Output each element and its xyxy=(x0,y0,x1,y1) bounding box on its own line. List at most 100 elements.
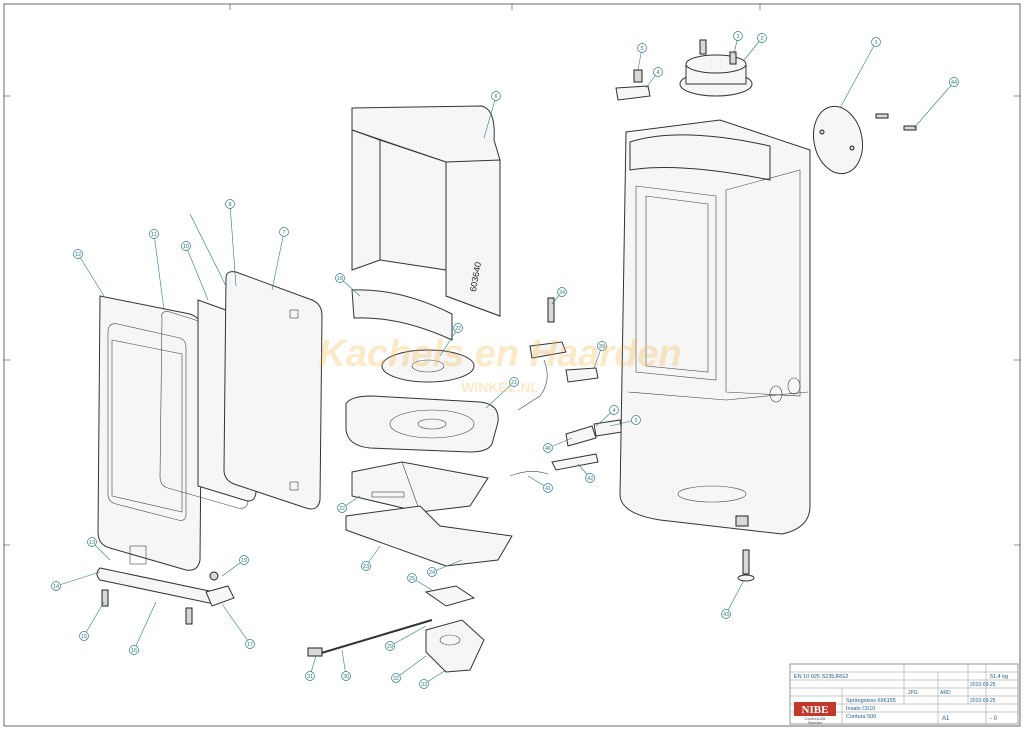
nibe-logo-text: NIBE xyxy=(802,704,829,716)
svg-text:12: 12 xyxy=(75,252,81,258)
callout: 31 xyxy=(305,671,315,681)
svg-text:Sweden: Sweden xyxy=(808,720,822,725)
flue-collar xyxy=(679,39,753,97)
callout: 16 xyxy=(129,645,139,655)
svg-text:13: 13 xyxy=(89,540,95,546)
svg-text:2: 2 xyxy=(760,36,763,42)
svg-text:44: 44 xyxy=(951,80,957,86)
svg-text:11: 11 xyxy=(151,232,157,238)
hinge-hardware xyxy=(101,571,235,625)
ash-pan xyxy=(351,461,489,513)
air-control-assembly xyxy=(307,585,485,673)
watermark: Kachels en Haarden WINKEL.NL xyxy=(318,333,681,395)
callout: 1 xyxy=(871,37,881,47)
svg-text:18: 18 xyxy=(337,276,343,282)
svg-text:4: 4 xyxy=(656,70,659,76)
svg-text:14: 14 xyxy=(53,584,59,590)
svg-text:16: 16 xyxy=(131,648,137,654)
top-fittings xyxy=(615,69,651,101)
cover-plate xyxy=(812,105,917,175)
svg-text:Sprängskiss 696155: Sprängskiss 696155 xyxy=(846,698,896,704)
svg-text:29: 29 xyxy=(387,644,393,650)
bottom-plate xyxy=(345,505,513,567)
callout: 5 xyxy=(637,43,647,53)
svg-text:Contura AB: Contura AB xyxy=(805,716,826,721)
svg-text:21: 21 xyxy=(511,380,517,386)
callout: 22 xyxy=(453,323,463,333)
callout: 21 xyxy=(509,377,519,387)
callout: 23 xyxy=(361,561,371,571)
svg-text:41: 41 xyxy=(545,486,551,492)
svg-text:32: 32 xyxy=(393,676,399,682)
svg-text:10: 10 xyxy=(183,244,189,250)
svg-text:5: 5 xyxy=(634,418,637,424)
svg-text:2010-03-25: 2010-03-25 xyxy=(970,682,996,688)
svg-text:24: 24 xyxy=(429,570,435,576)
adjustable-foot xyxy=(737,549,755,582)
callout: 29 xyxy=(385,641,395,651)
callout: 24 xyxy=(427,567,437,577)
svg-text:7: 7 xyxy=(282,230,285,236)
callout: 10 xyxy=(181,241,191,251)
lever-hardware xyxy=(509,297,623,477)
callout: 4 xyxy=(653,67,663,77)
svg-text:4: 4 xyxy=(612,408,615,414)
callout: 41 xyxy=(543,483,553,493)
grate-disk xyxy=(381,349,475,383)
callout: 17 xyxy=(245,639,255,649)
svg-text:42: 42 xyxy=(587,476,593,482)
callout: 4 xyxy=(609,405,619,415)
front-door-frame xyxy=(97,295,203,571)
callout: 22 xyxy=(337,503,347,513)
callout: 25 xyxy=(407,573,417,583)
callout: 19 xyxy=(239,555,249,565)
svg-text:EN 10 025 S235JRG2: EN 10 025 S235JRG2 xyxy=(794,674,848,680)
svg-text:A1: A1 xyxy=(942,716,950,722)
svg-text:43: 43 xyxy=(723,612,729,618)
glass-panel xyxy=(223,271,323,510)
svg-text:22: 22 xyxy=(339,506,345,512)
svg-text:- 0: - 0 xyxy=(990,716,998,722)
title-block: EN 10 025 S235JRG2 51,4 kg JPG 2010-03-2… xyxy=(789,663,1019,725)
firebox-liner: 603640 xyxy=(351,105,501,317)
svg-text:33: 33 xyxy=(421,682,427,688)
border-ticks xyxy=(4,4,1020,546)
svg-text:5: 5 xyxy=(640,46,643,52)
svg-text:2010-03-25: 2010-03-25 xyxy=(970,698,996,704)
svg-text:22: 22 xyxy=(455,326,461,332)
callout: 12 xyxy=(73,249,83,259)
callout: 34 xyxy=(557,287,567,297)
svg-text:17: 17 xyxy=(247,642,253,648)
svg-text:25: 25 xyxy=(409,576,415,582)
svg-text:51,4 kg: 51,4 kg xyxy=(990,674,1008,680)
callout: 15 xyxy=(79,631,89,641)
svg-text:Insats C610: Insats C610 xyxy=(846,706,875,712)
callout: 14 xyxy=(51,581,61,591)
callout: 30 xyxy=(341,671,351,681)
svg-text:39: 39 xyxy=(599,344,605,350)
svg-text:8: 8 xyxy=(228,202,231,208)
callout: 39 xyxy=(597,341,607,351)
nibe-logo xyxy=(794,702,836,716)
svg-text:23: 23 xyxy=(363,564,369,570)
callout: 13 xyxy=(87,537,97,547)
svg-text:6: 6 xyxy=(494,94,497,100)
callout: 42 xyxy=(585,473,595,483)
callout: 6 xyxy=(491,91,501,101)
svg-text:Kachels en Haarden: Kachels en Haarden xyxy=(318,333,681,375)
svg-text:JPG: JPG xyxy=(908,690,918,696)
grate-bowl xyxy=(345,395,499,453)
svg-text:ARD: ARD xyxy=(940,690,951,696)
callout: 18 xyxy=(335,273,345,283)
callout: 3 xyxy=(733,31,743,41)
svg-text:3: 3 xyxy=(736,34,739,40)
callout: 43 xyxy=(721,609,731,619)
callout: 2 xyxy=(757,33,767,43)
callout: 44 xyxy=(949,77,959,87)
callout: 5 xyxy=(631,415,641,425)
callouts: 1 2 3 4 5 6 7 8 10 11 12 13 14 15 16 17 … xyxy=(51,31,959,689)
svg-text:34: 34 xyxy=(559,290,565,296)
svg-text:46: 46 xyxy=(545,446,551,452)
callout: 7 xyxy=(279,227,289,237)
